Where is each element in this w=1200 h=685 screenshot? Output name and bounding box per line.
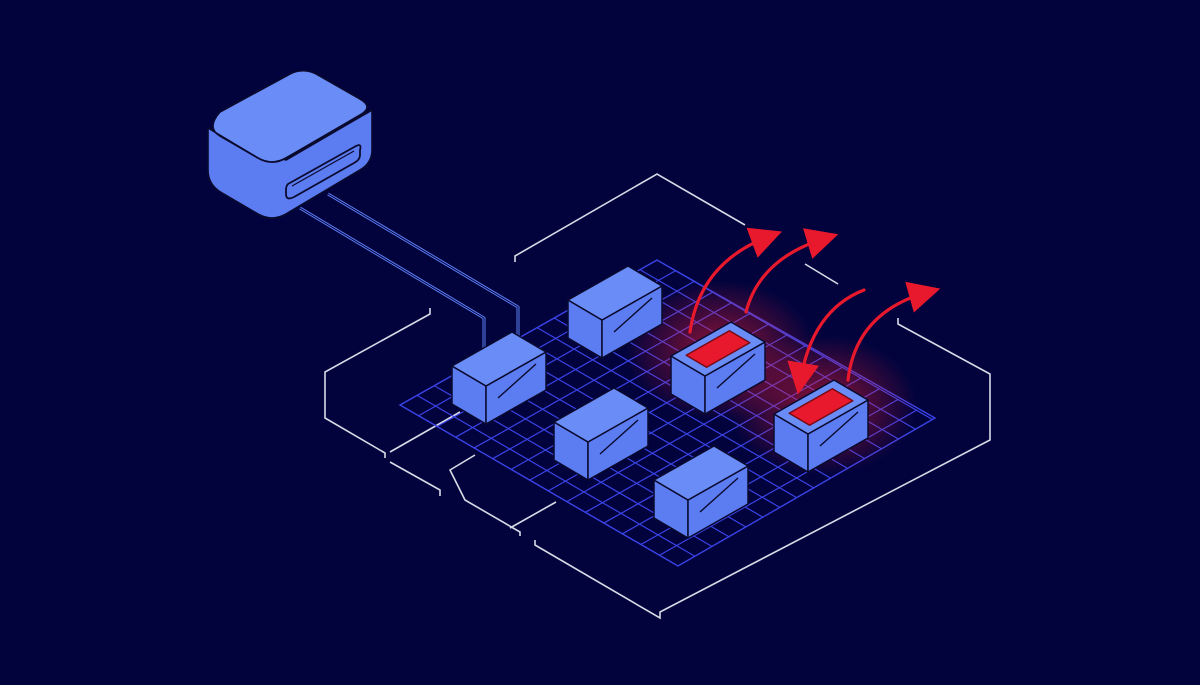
boundary-left-lower [389,461,441,496]
module-top-face [553,387,649,443]
module-slot [716,353,756,389]
boundary-top [514,173,746,262]
arrow-4 [846,281,941,382]
controller-unit-icon [207,69,373,219]
storage-module-icon [553,387,649,481]
module-top-face [567,265,663,321]
arrow-3 [787,288,866,395]
boundary-right-lower [534,382,991,620]
boundary-top-right-tick [804,263,839,285]
boundary-frame [324,173,991,620]
grid-line [519,336,799,499]
arrow-1 [688,227,782,334]
cable-2 [327,192,520,348]
cable-bundle [299,192,520,360]
alert-module-icon [773,379,869,473]
module-slot [613,297,653,333]
boundary-bottom-left [448,454,521,536]
grid-line [416,394,696,557]
alert-module-icon [670,321,766,415]
module-slot [599,419,639,455]
boundary-bottom-notch [509,501,557,529]
module-layer [451,265,869,539]
boundary-left-step [389,411,461,453]
cable-bundle-inner [299,193,519,360]
module-top-face [653,445,749,501]
controller-edge [207,109,373,163]
controller-front [207,109,373,219]
alert-indicator [685,330,751,368]
boundary-left [324,308,431,458]
storage-module-icon [567,265,663,359]
arrow-2 [744,228,839,314]
module-slot [699,477,739,513]
module-slot [819,411,859,447]
boundary-right [897,318,991,382]
alert-indicator [788,388,854,426]
storage-module-icon [451,331,547,425]
storage-module-icon [653,445,749,539]
module-slot [497,363,537,399]
module-top-face [451,331,547,387]
arrow-layer [688,227,941,395]
